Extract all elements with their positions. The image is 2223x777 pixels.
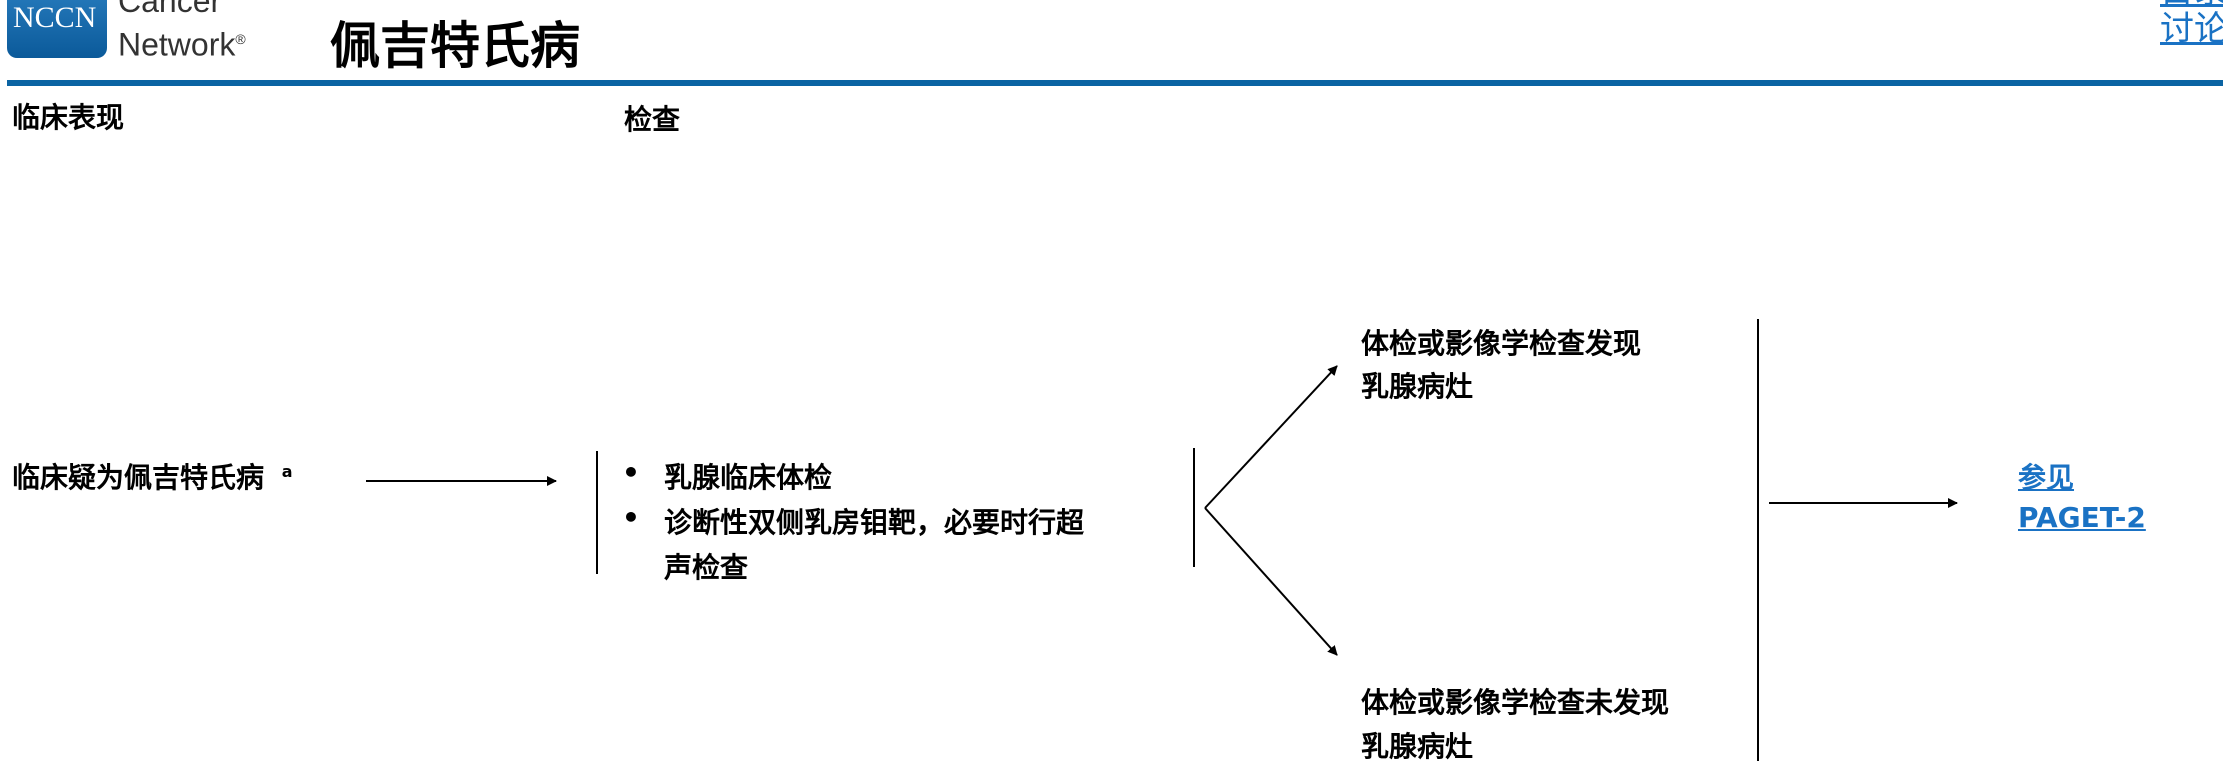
column-header-presentation: 临床表现 xyxy=(12,101,125,134)
toc-link[interactable]: 目录 xyxy=(2160,0,2223,10)
logo-wordmark: Cancer Network® xyxy=(118,0,246,64)
finding-positive-line2: 乳腺病灶 xyxy=(1361,370,1474,403)
finding-negative-line1: 体检或影像学检查未发现 xyxy=(1361,686,1670,719)
logo-cancer: Cancer xyxy=(118,0,222,19)
finding-positive-line1: 体检或影像学检查发现 xyxy=(1361,327,1642,360)
discussion-link[interactable]: 目录 讨论 xyxy=(2160,0,2223,48)
logo-nccn-text: NCCN xyxy=(13,1,97,34)
see-label[interactable]: 参见 xyxy=(2018,461,2075,494)
logo-network: Network xyxy=(118,26,236,63)
header-rule xyxy=(7,80,2223,86)
workup-item-1: 乳腺临床体检 xyxy=(664,461,833,494)
workup-item-2: 诊断性双侧乳房钼靶，必要时行超 xyxy=(664,506,1085,539)
see-paget-2-link[interactable]: PAGET-2 xyxy=(2018,501,2146,534)
arrow-to-positive xyxy=(1204,365,1338,509)
finding-negative-line2: 乳腺病灶 xyxy=(1361,730,1474,763)
presentation-label: 临床疑为佩吉特氏病 xyxy=(12,461,265,494)
nccn-logo: NCCN xyxy=(7,0,107,58)
page-title: 佩吉特氏病 xyxy=(330,17,580,75)
logo-registered: ® xyxy=(235,31,246,47)
presentation-text: 临床疑为佩吉特氏病 a xyxy=(12,456,293,496)
column-header-workup: 检查 xyxy=(624,103,681,136)
workup-item-2-cont: 声检查 xyxy=(664,551,749,584)
bullet: • xyxy=(622,456,640,489)
bullet: • xyxy=(622,501,640,534)
footnote-a[interactable]: a xyxy=(281,461,293,481)
arrow-to-negative xyxy=(1204,507,1338,656)
discussion-link-label[interactable]: 讨论 xyxy=(2160,9,2223,49)
